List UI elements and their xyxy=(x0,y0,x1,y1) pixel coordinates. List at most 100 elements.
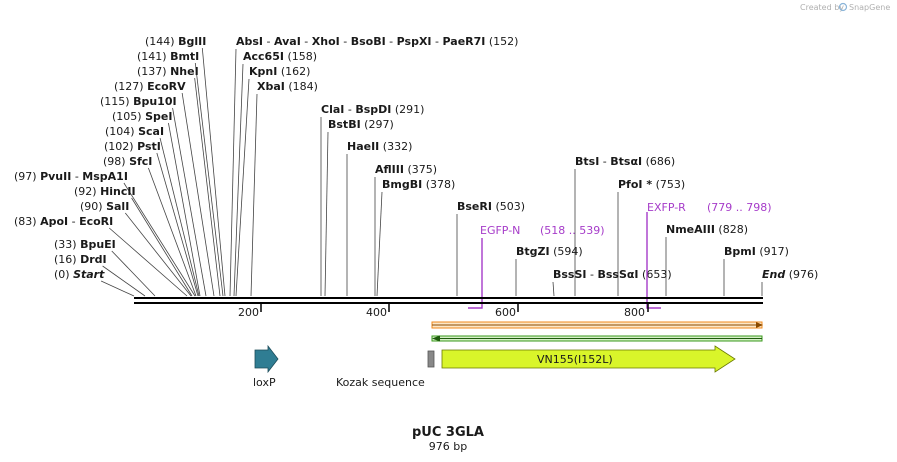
site-connector xyxy=(250,93,258,297)
site-label-text: (33) BpuEI xyxy=(54,238,116,251)
primer-exfp-r[interactable]: EXFP-R (779 .. 798) xyxy=(646,201,772,309)
site-label[interactable]: NmeAIII (828) xyxy=(666,223,748,236)
site-connector xyxy=(194,77,221,297)
credit-brand: SnapGene xyxy=(849,3,890,12)
site-connector xyxy=(235,78,250,297)
feature-label: VN155(I152L) xyxy=(537,353,613,366)
site-label[interactable]: End (976) xyxy=(762,268,818,281)
site-connector xyxy=(233,63,244,297)
feature-loxp[interactable]: loxP xyxy=(253,344,279,389)
site-connector xyxy=(111,250,156,297)
site-label[interactable]: BmgBI (378) xyxy=(382,178,455,191)
site-connector xyxy=(102,265,146,297)
site-label[interactable]: AbsI - AvaI - XhoI - BsoBI - PspXI - Pae… xyxy=(236,35,518,48)
site-label[interactable]: (83) ApoI - EcoRI xyxy=(14,215,113,228)
site-label-text: KpnI (162) xyxy=(249,65,310,78)
site-label-text: BtsI - BtsαI (686) xyxy=(575,155,675,168)
site-label[interactable]: (104) ScaI xyxy=(105,125,164,138)
site-label[interactable]: AflIII (375) xyxy=(375,163,437,176)
ruler: 200 400 600 800 xyxy=(238,304,649,319)
ruler-label: 400 xyxy=(366,306,387,319)
site-label[interactable]: BssSI - BssSαI (653) xyxy=(553,268,672,281)
site-label-text: AbsI - AvaI - XhoI - BsoBI - PspXI - Pae… xyxy=(236,35,518,48)
orf-reverse[interactable] xyxy=(431,335,763,342)
site-connector xyxy=(159,137,200,297)
site-label-text: (104) ScaI xyxy=(105,125,164,138)
primer-egfp-n[interactable]: EGFP-N (518 .. 539) xyxy=(468,224,605,309)
site-label-text: (97) PvuII - MspA1I xyxy=(14,170,128,183)
site-connector xyxy=(100,280,135,297)
site-label-text: (90) SalI xyxy=(80,200,129,213)
site-label[interactable]: (127) EcoRV xyxy=(114,80,186,93)
site-label[interactable]: (105) SpeI xyxy=(112,110,172,123)
site-label-text: (0) Start xyxy=(54,268,105,281)
site-label[interactable]: (98) SfcI xyxy=(103,155,152,168)
site-label-text: (16) DrdI xyxy=(54,253,107,266)
site-label[interactable]: (144) BglII xyxy=(145,35,206,48)
site-label[interactable]: (115) Bpu10I xyxy=(100,95,177,108)
credit-text: Created by xyxy=(800,3,844,12)
site-label[interactable]: BtsI - BtsαI (686) xyxy=(575,155,675,168)
site-label-text: ClaI - BspDI (291) xyxy=(321,103,424,116)
snapgene-logo-icon xyxy=(838,2,848,12)
feature-kozak[interactable]: Kozak sequence xyxy=(336,350,435,389)
site-connector xyxy=(148,167,197,297)
site-label[interactable]: XbaI (184) xyxy=(257,80,318,93)
site-label-text: (144) BglII xyxy=(145,35,206,48)
site-connector xyxy=(552,281,555,297)
orf-forward[interactable] xyxy=(431,321,763,329)
site-label-text: (102) PstI xyxy=(104,140,161,153)
site-label-text: (141) BmtI xyxy=(137,50,199,63)
primer-range: (779 .. 798) xyxy=(707,201,772,214)
site-label[interactable]: (33) BpuEI xyxy=(54,238,116,251)
feature-vn155[interactable]: VN155(I152L) xyxy=(441,345,736,373)
primer-name: EGFP-N xyxy=(480,224,520,237)
site-label[interactable]: (141) BmtI xyxy=(137,50,199,63)
site-connector xyxy=(376,191,383,297)
site-label-text: HaeII (332) xyxy=(347,140,412,153)
site-label-text: BssSI - BssSαI (653) xyxy=(553,268,672,281)
site-label-text: Acc65I (158) xyxy=(243,50,317,63)
site-label[interactable]: PfoI * (753) xyxy=(618,178,685,191)
site-label[interactable]: Acc65I (158) xyxy=(243,50,317,63)
site-label-text: BtgZI (594) xyxy=(516,245,583,258)
sequence-backbone xyxy=(134,297,763,304)
site-label[interactable]: HaeII (332) xyxy=(347,140,412,153)
site-connector xyxy=(194,62,224,297)
ruler-label: 800 xyxy=(624,306,645,319)
site-label-text: BseRI (503) xyxy=(457,200,525,213)
site-label[interactable]: BseRI (503) xyxy=(457,200,525,213)
site-label-text: (137) NheI xyxy=(137,65,199,78)
site-label[interactable]: ClaI - BspDI (291) xyxy=(321,103,424,116)
site-label[interactable]: (92) HincII xyxy=(74,185,136,198)
site-label-text: BpmI (917) xyxy=(724,245,789,258)
site-label[interactable]: (90) SalI xyxy=(80,200,129,213)
site-label[interactable]: BstBI (297) xyxy=(328,118,394,131)
site-connector xyxy=(131,197,193,297)
site-label-text: NmeAIII (828) xyxy=(666,223,748,236)
site-label[interactable]: (0) Start xyxy=(54,268,105,281)
site-label[interactable]: (16) DrdI xyxy=(54,253,107,266)
site-connector xyxy=(181,92,215,297)
site-label-text: XbaI (184) xyxy=(257,80,318,93)
site-connector xyxy=(123,182,196,297)
site-label[interactable]: BtgZI (594) xyxy=(516,245,583,258)
site-label[interactable]: KpnI (162) xyxy=(249,65,310,78)
feature-label: loxP xyxy=(253,376,276,389)
plasmid-title: pUC 3GLA xyxy=(412,425,484,440)
site-label[interactable]: (102) PstI xyxy=(104,140,161,153)
site-label[interactable]: (97) PvuII - MspA1I xyxy=(14,170,128,183)
site-label[interactable]: BpmI (917) xyxy=(724,245,789,258)
site-connector xyxy=(124,212,192,297)
site-label[interactable]: (137) NheI xyxy=(137,65,199,78)
site-label-text: (83) ApoI - EcoRI xyxy=(14,215,113,228)
site-label-text: AflIII (375) xyxy=(375,163,437,176)
site-label-text: (92) HincII xyxy=(74,185,136,198)
site-label-text: BmgBI (378) xyxy=(382,178,455,191)
site-connector xyxy=(229,48,237,297)
site-label-text: (127) EcoRV xyxy=(114,80,186,93)
site-connector xyxy=(201,47,226,297)
feature-label: Kozak sequence xyxy=(336,376,425,389)
site-lines xyxy=(100,47,763,297)
